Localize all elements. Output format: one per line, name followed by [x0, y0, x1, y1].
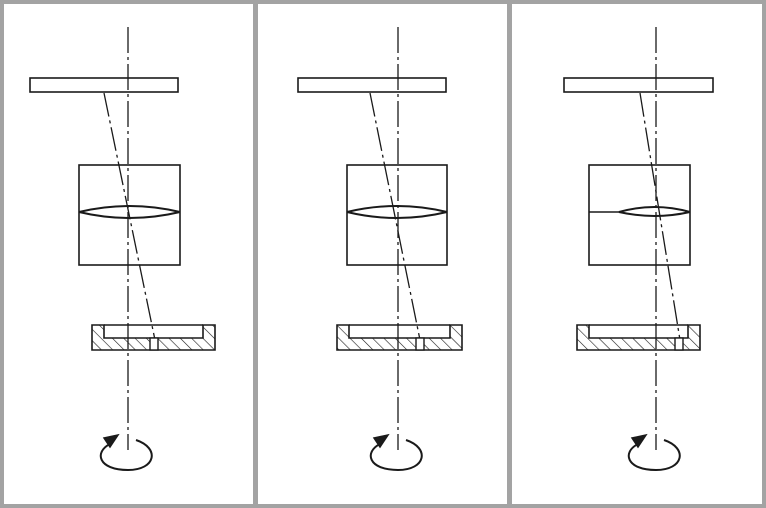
lens-housing-box [588, 164, 691, 266]
lens-housing-box [78, 164, 181, 266]
slanted-beam-line [639, 92, 681, 341]
top-plate [563, 77, 714, 93]
arrowhead-icon [630, 433, 648, 449]
half-lens-shape [618, 206, 691, 217]
panel-3 [512, 4, 762, 504]
lens-shape [78, 205, 181, 219]
rotation-arrow-icon [99, 439, 153, 472]
panel-1 [4, 4, 253, 504]
panel-2 [258, 4, 507, 504]
dish-slot [415, 337, 425, 351]
arrowhead-icon [372, 433, 390, 449]
dish-slot [149, 337, 159, 351]
top-plate [297, 77, 447, 93]
panel-background [512, 4, 762, 504]
dish-slot [674, 337, 684, 351]
rotation-arrow-icon [369, 439, 423, 472]
rotation-arrow-icon [627, 439, 681, 472]
top-plate [29, 77, 179, 93]
lens-shape [346, 205, 448, 219]
slanted-beam-line [369, 92, 421, 341]
panel-background [258, 4, 507, 504]
lens-housing-box [346, 164, 448, 266]
arrowhead-icon [102, 433, 120, 449]
slanted-beam-line [103, 92, 156, 341]
